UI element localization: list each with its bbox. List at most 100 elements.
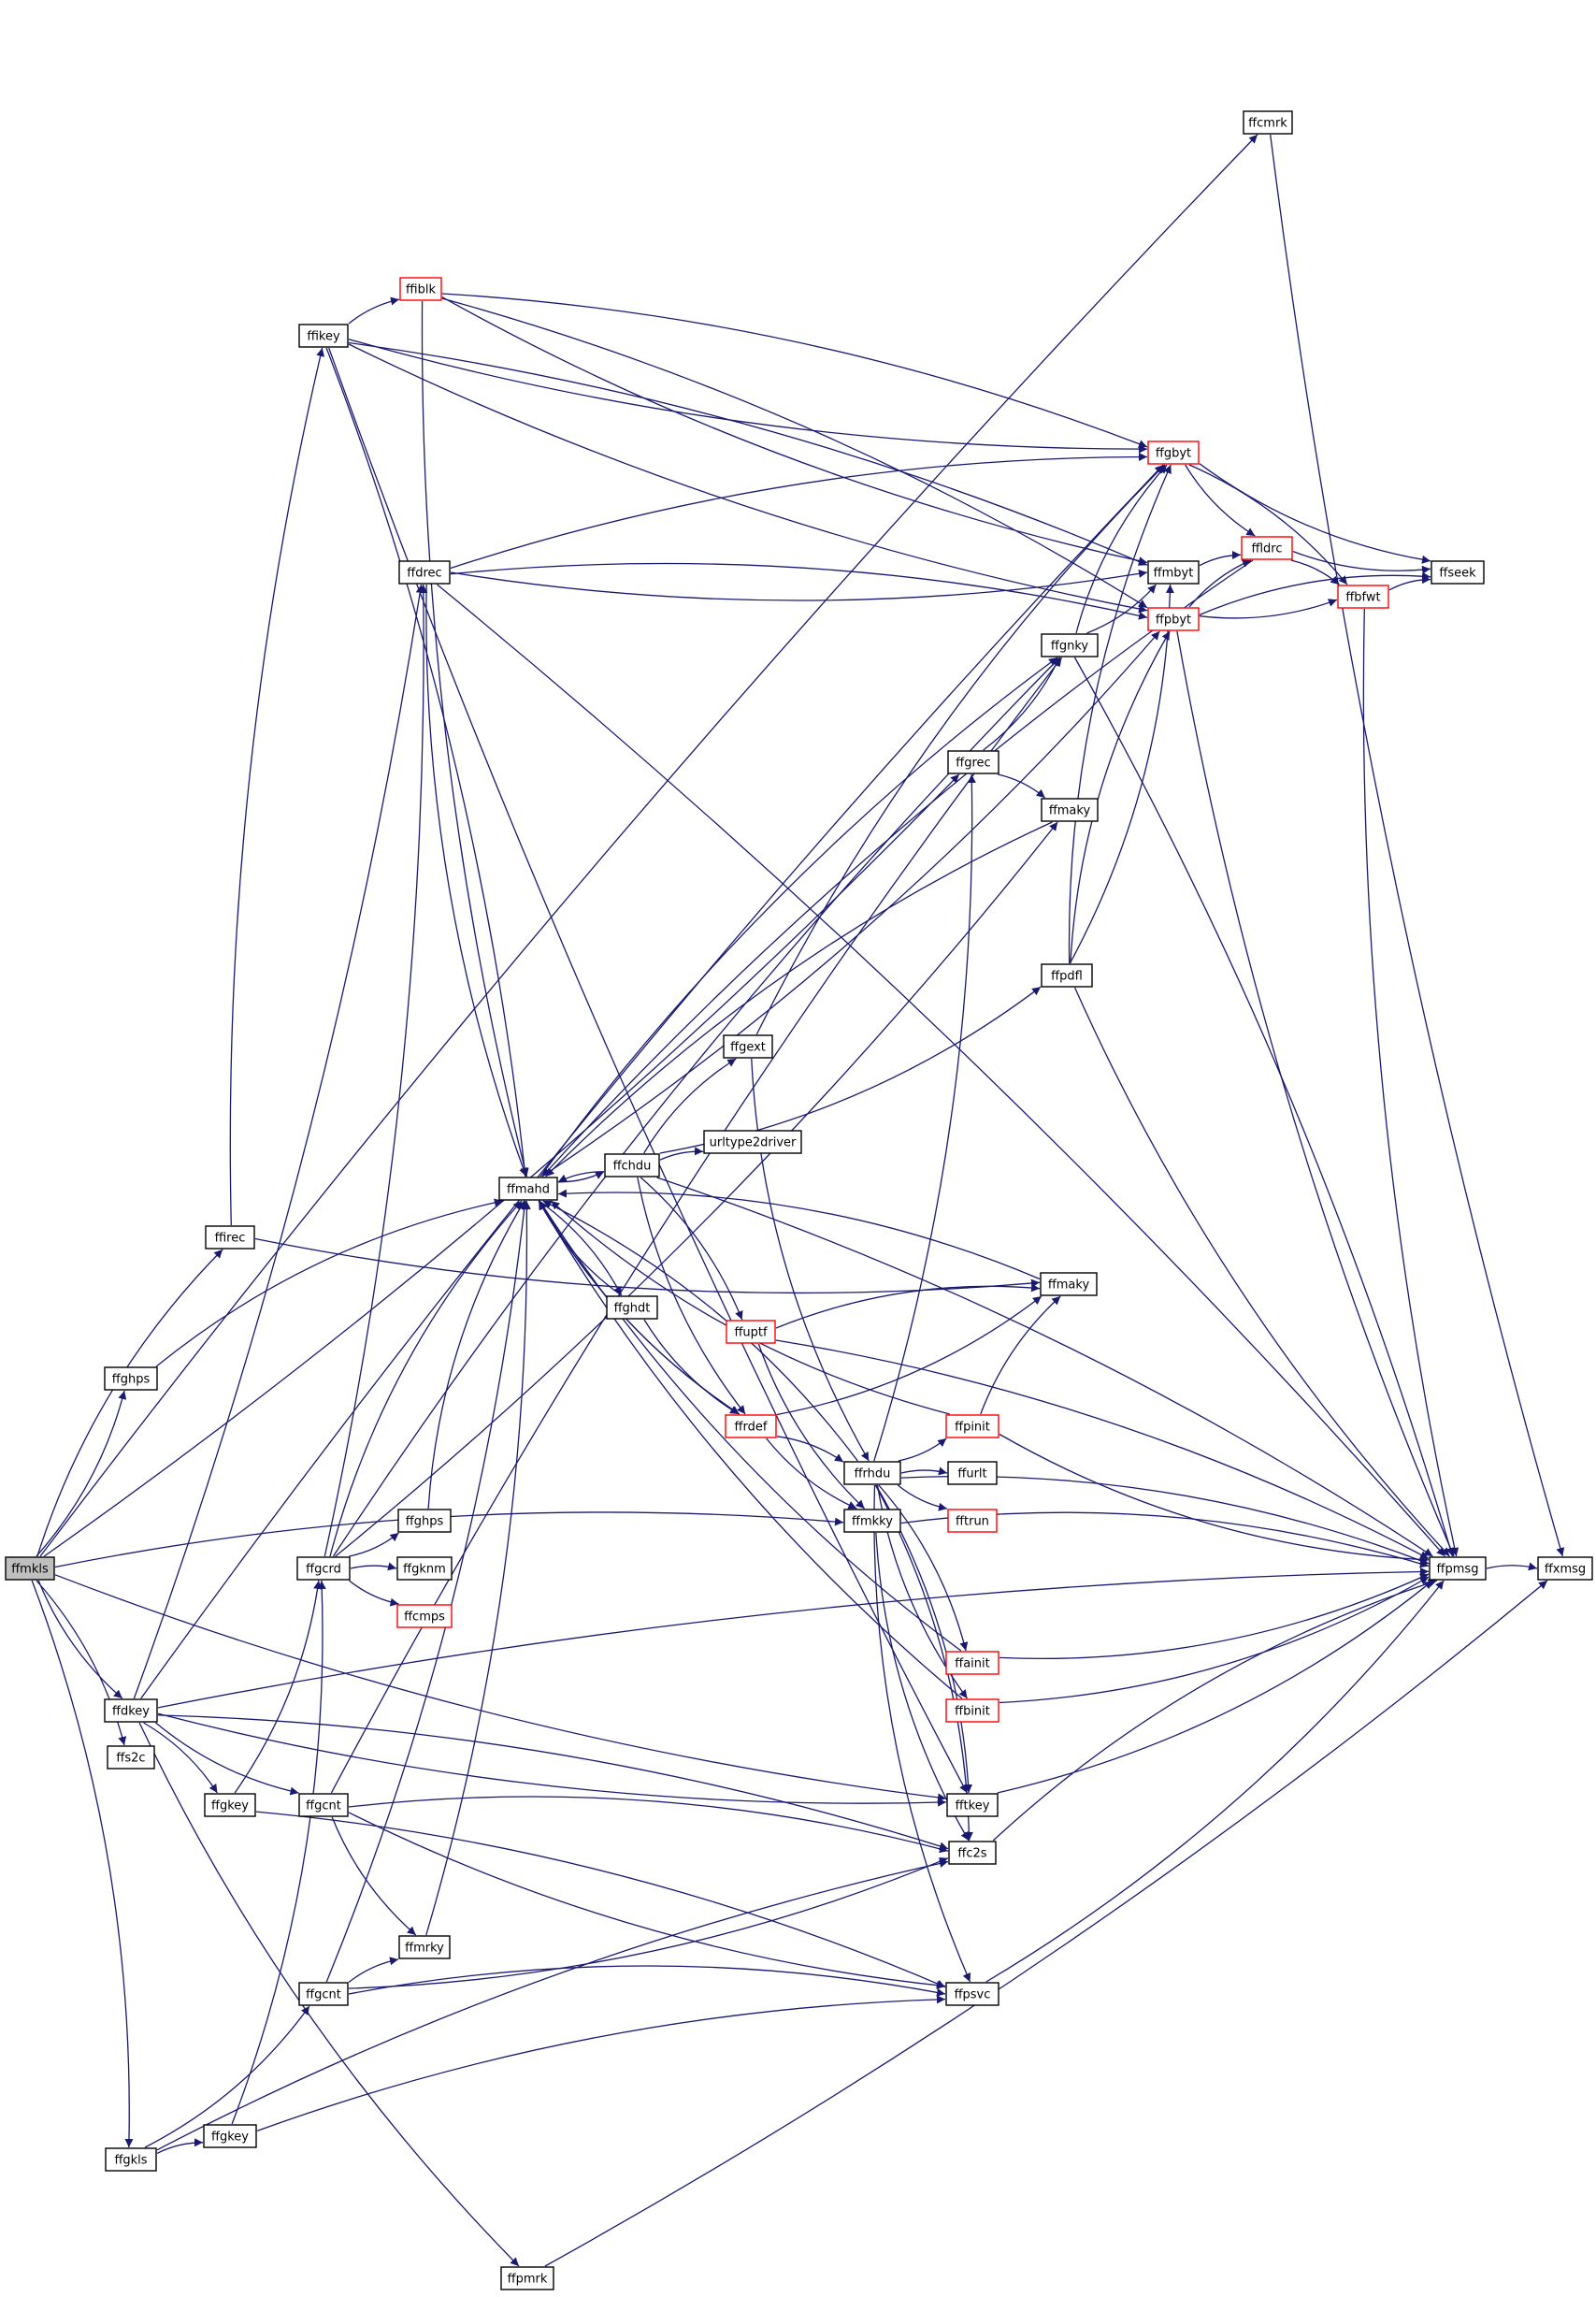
- node-label-ffmahd: ffmahd: [507, 1183, 550, 1197]
- node-ffgcrd[interactable]: ffgcrd: [296, 1556, 351, 1581]
- edge-ffmkls-to-ffcmrk: [39, 134, 1258, 1557]
- node-ffc2s[interactable]: ffc2s: [948, 1841, 997, 1865]
- node-ffmaky1[interactable]: ffmaky: [1041, 798, 1099, 822]
- node-box-ffdrec: [398, 560, 451, 585]
- edge-ffghps2-to-ffmahd: [427, 1200, 525, 1510]
- node-ffcmrk[interactable]: ffcmrk: [1243, 110, 1293, 135]
- node-label-urltype2driver: urltype2driver: [710, 1136, 797, 1150]
- edge-ffgbyt-to-ffseek: [1199, 463, 1431, 564]
- node-ffmahd[interactable]: ffmahd: [498, 1177, 558, 1201]
- edge-ffgkey1-to-ffgcrd: [234, 1580, 323, 1794]
- node-ffurlt[interactable]: ffurlt: [947, 1461, 998, 1485]
- node-ffseek[interactable]: ffseek: [1431, 560, 1485, 585]
- node-ffpsvc[interactable]: ffpsvc: [945, 1982, 999, 2006]
- node-label-ffgkls: ffgkls: [114, 2154, 147, 2168]
- node-label-ffmaky1: ffmaky: [1049, 804, 1091, 818]
- node-box-ffrhdu: [843, 1461, 901, 1485]
- node-ffpmsg[interactable]: ffpmsg: [1429, 1556, 1487, 1581]
- edge-ffainit-to-ffmahd: [539, 1200, 962, 1652]
- edge-ffgkey2-to-ffgcrd: [231, 1580, 326, 2125]
- node-ffirec[interactable]: ffirec: [205, 1225, 255, 1250]
- node-ffgcnt1[interactable]: ffgcnt: [298, 1793, 349, 1817]
- edge-ffikey-to-ffgbyt: [348, 339, 1148, 454]
- edge-ffrhdu-to-ffgrec: [873, 773, 976, 1462]
- node-fftkey[interactable]: fftkey: [946, 1793, 999, 1817]
- edge-ffpbyt-to-ffldrc: [1188, 559, 1252, 608]
- node-fftrun[interactable]: fftrun: [947, 1509, 998, 1533]
- node-ffs2c[interactable]: ffs2c: [107, 1745, 155, 1770]
- node-box-fftrun: [947, 1509, 998, 1533]
- node-ffgrec[interactable]: ffgrec: [947, 750, 999, 774]
- edge-ffmkls-to-ffdkey: [37, 1580, 123, 1699]
- node-box-ffpinit: [945, 1414, 999, 1438]
- node-ffikey[interactable]: ffikey: [298, 324, 349, 348]
- edge-ffmkls-to-ffgrec: [43, 773, 960, 1557]
- node-ffmkls[interactable]: ffmkls: [5, 1556, 55, 1581]
- node-label-ffghps2: ffghps: [406, 1515, 444, 1529]
- node-ffgbyt[interactable]: ffgbyt: [1147, 441, 1200, 465]
- edge-ffmahd-to-ffghdt: [539, 1200, 623, 1296]
- node-ffmkky[interactable]: ffmkky: [843, 1509, 901, 1533]
- node-ffrhdu[interactable]: ffrhdu: [843, 1461, 901, 1485]
- edge-ffikey-to-ffiblk: [348, 296, 400, 325]
- node-box-ffmkls: [5, 1556, 55, 1581]
- node-ffainit[interactable]: ffainit: [945, 1651, 999, 1675]
- node-ffgext[interactable]: ffgext: [723, 1034, 773, 1059]
- node-label-ffgext: ffgext: [730, 1041, 766, 1055]
- node-box-ffldrc: [1241, 536, 1293, 560]
- node-label-ffc2s: ffc2s: [957, 1847, 986, 1861]
- node-ffghps1[interactable]: ffghps: [104, 1366, 158, 1391]
- node-ffmbyt[interactable]: ffmbyt: [1147, 560, 1200, 585]
- node-ffpbyt[interactable]: ffpbyt: [1147, 607, 1200, 631]
- edge-ffdkey-to-ffc2s: [157, 1714, 949, 1851]
- node-ffgknm[interactable]: ffgknm: [396, 1556, 453, 1581]
- node-ffgkey1[interactable]: ffgkey: [204, 1793, 256, 1817]
- node-ffgcnt2[interactable]: ffgcnt: [298, 1982, 349, 2006]
- node-box-ffgcrd: [296, 1556, 351, 1581]
- edge-ffpbyt-to-ffseek: [1199, 571, 1431, 615]
- edge-ffrdef-to-ffmaky2: [776, 1295, 1042, 1416]
- node-ffldrc[interactable]: ffldrc: [1241, 536, 1293, 560]
- edge-ffgkey2-to-ffpsvc: [256, 1995, 946, 2132]
- edge-ffldrc-to-ffseek: [1292, 550, 1431, 574]
- node-ffdkey[interactable]: ffdkey: [104, 1698, 158, 1723]
- edge-ffmkls-to-ffs2c: [36, 1580, 127, 1746]
- edge-ffdkey-to-ffpmsg: [157, 1567, 1430, 1709]
- edge-ffmkls-to-ffgkls: [31, 1580, 134, 2148]
- node-layer: ffmkls ffcmrk ffiblk ffikey ffgbyt ffdrec ffld…: [5, 110, 1593, 2290]
- node-ffpmrk[interactable]: ffpmrk: [500, 2266, 554, 2290]
- node-ffxmsg[interactable]: ffxmsg: [1537, 1556, 1593, 1581]
- node-ffmaky2[interactable]: ffmaky: [1040, 1272, 1098, 1296]
- node-ffpinit[interactable]: ffpinit: [945, 1414, 999, 1438]
- node-ffrdef[interactable]: ffrdef: [725, 1414, 777, 1438]
- node-ffuptf[interactable]: ffuptf: [726, 1320, 776, 1344]
- node-label-ffrdef: ffrdef: [735, 1421, 768, 1435]
- edge-ffchdu-to-ffuptf: [640, 1177, 743, 1321]
- node-ffghps2[interactable]: ffghps: [397, 1509, 452, 1533]
- node-ffcmps[interactable]: ffcmps: [396, 1604, 453, 1628]
- node-box-ffpsvc: [945, 1982, 999, 2006]
- node-ffmrky[interactable]: ffmrky: [398, 1935, 451, 1959]
- node-ffchdu[interactable]: ffchdu: [604, 1153, 660, 1177]
- node-ffghdt[interactable]: ffghdt: [606, 1295, 658, 1320]
- node-label-ffchdu: ffchdu: [613, 1160, 652, 1174]
- edge-ffgrec-to-ffmaky1: [998, 773, 1046, 799]
- node-ffgkls[interactable]: ffgkls: [105, 2147, 157, 2172]
- node-label-ffseek: ffseek: [1439, 567, 1476, 581]
- node-ffdrec[interactable]: ffdrec: [398, 560, 451, 585]
- edge-ffmkls-to-ffirec: [36, 1249, 223, 1557]
- node-box-ffpmsg: [1429, 1556, 1487, 1581]
- node-ffpdfl[interactable]: ffpdfl: [1041, 963, 1093, 988]
- node-ffiblk[interactable]: ffiblk: [399, 277, 442, 301]
- edge-ffchdu-to-ffpmsg: [656, 1177, 1433, 1557]
- edge-ffmkls-to-fftkey: [54, 1574, 947, 1802]
- node-ffbinit[interactable]: ffbinit: [945, 1698, 999, 1723]
- node-ffgkey2[interactable]: ffgkey: [203, 2124, 257, 2148]
- node-ffbfwt[interactable]: ffbfwt: [1337, 585, 1389, 609]
- node-label-ffurlt: ffurlt: [957, 1467, 986, 1481]
- node-urltype2driver[interactable]: urltype2driver: [703, 1130, 802, 1154]
- node-label-ffuptf: ffuptf: [734, 1326, 768, 1340]
- node-ffgnky[interactable]: ffgnky: [1041, 633, 1099, 657]
- node-label-ffgkey1: ffgkey: [211, 1799, 249, 1813]
